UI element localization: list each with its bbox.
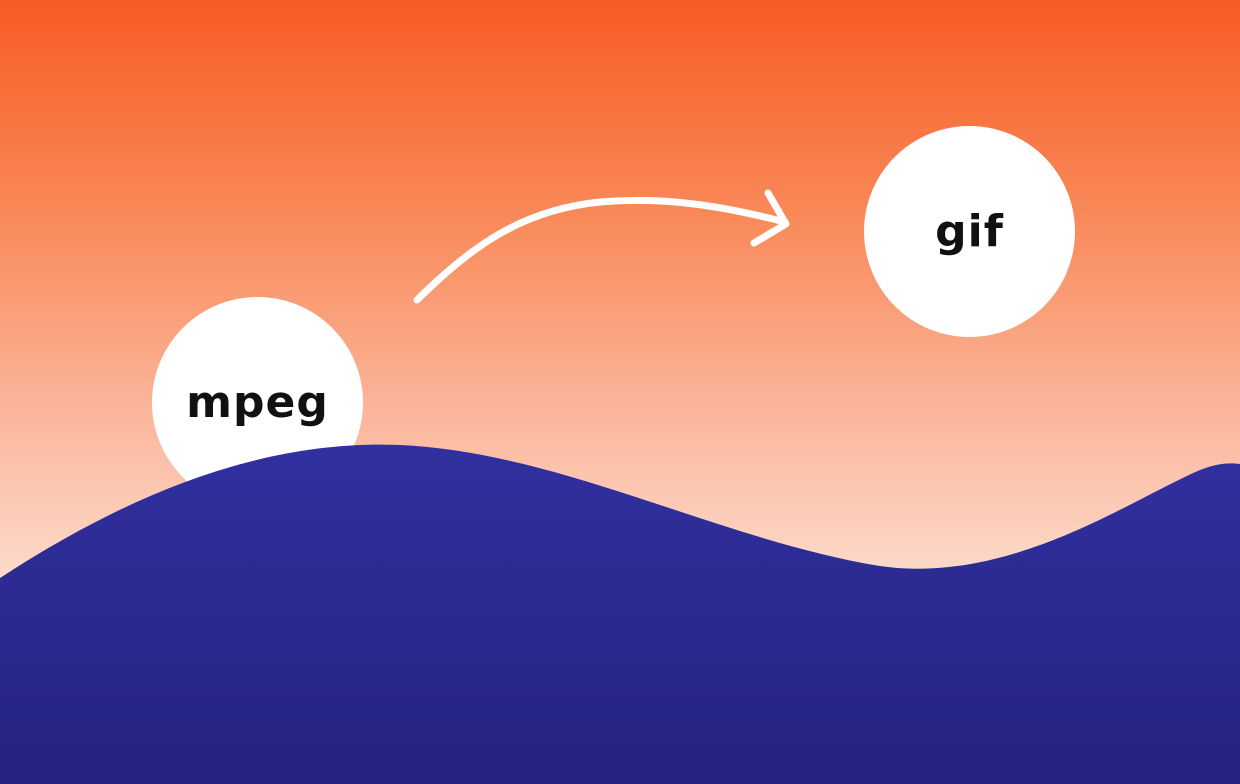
source-format-label: mpeg [186,377,329,428]
target-format-label: gif [935,206,1004,257]
target-format-bubble: gif [864,126,1075,337]
